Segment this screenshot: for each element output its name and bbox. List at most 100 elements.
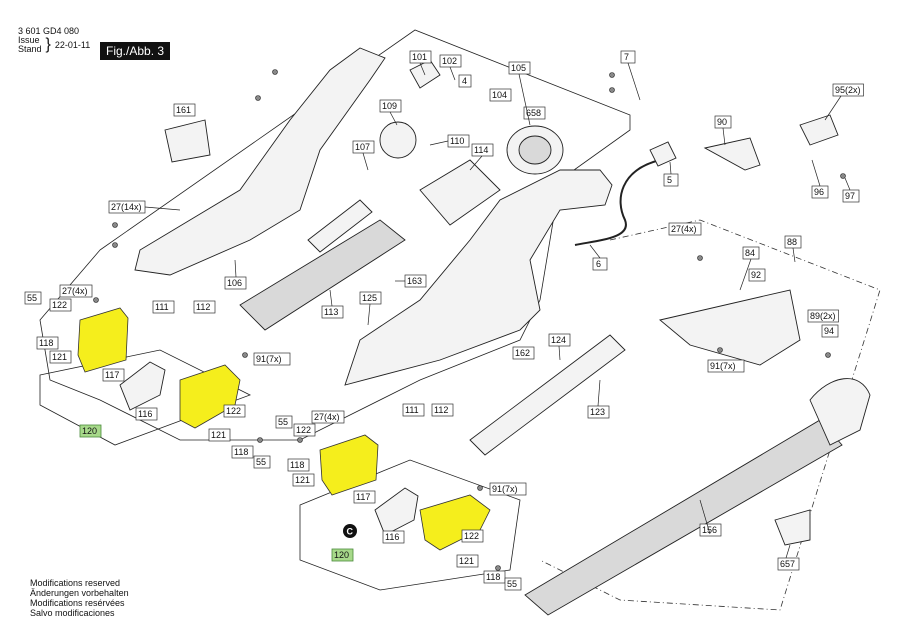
callout-112-a: 112 [193, 300, 216, 314]
svg-text:5: 5 [667, 175, 672, 185]
callout-111-a: 111 [152, 300, 175, 314]
callout-7: 7 [620, 50, 636, 64]
callout-106: 106 [224, 276, 247, 290]
footer-line-es: Salvo modificaciones [30, 608, 115, 618]
svg-text:121: 121 [211, 430, 226, 440]
svg-text:97: 97 [845, 191, 855, 201]
callout-117-a: 117 [102, 368, 125, 382]
svg-text:112: 112 [434, 405, 448, 415]
leader-lines [144, 62, 851, 559]
svg-text:55: 55 [27, 293, 37, 303]
svg-text:27(14x): 27(14x) [111, 202, 142, 212]
svg-text:27(4x): 27(4x) [314, 412, 340, 422]
svg-text:116: 116 [138, 409, 152, 419]
part-number: 3 601 GD4 080 [18, 26, 80, 36]
callout-91-c: 91(7x) [489, 482, 527, 496]
screws [93, 69, 846, 571]
label-sticker [164, 119, 211, 163]
svg-text:156: 156 [702, 525, 717, 535]
callout-105: 105 [508, 61, 531, 75]
gear-disk [379, 121, 417, 159]
svg-text:96: 96 [814, 187, 824, 197]
callout-55-a: 55 [24, 291, 42, 305]
callout-117-b: 117 [353, 490, 376, 504]
svg-text:91(7x): 91(7x) [710, 361, 736, 371]
callout-116-b: 116 [382, 530, 405, 544]
callout-111-b: 111 [402, 403, 425, 417]
svg-text:110: 110 [450, 136, 464, 146]
dashdot-frame-right [539, 219, 881, 611]
svg-text:658: 658 [526, 108, 541, 118]
callout-27-14x: 27(14x) [108, 200, 146, 214]
callout-658: 658 [523, 106, 546, 120]
callout-27-4x-c: 27(4x) [311, 410, 345, 424]
callout-113: 113 [321, 305, 344, 319]
svg-text:91(7x): 91(7x) [492, 484, 518, 494]
svg-text:118: 118 [486, 572, 500, 582]
callout-124: 124 [548, 333, 571, 347]
callout-156: 156 [699, 523, 722, 537]
callout-107: 107 [352, 140, 375, 154]
tube-head [809, 378, 871, 446]
svg-text:4: 4 [462, 76, 467, 86]
svg-text:55: 55 [256, 457, 266, 467]
svg-text:161: 161 [176, 105, 191, 115]
svg-text:111: 111 [155, 302, 169, 312]
callout-c-marker: C [343, 524, 357, 538]
svg-text:121: 121 [459, 556, 474, 566]
callout-122-a: 122 [49, 298, 72, 312]
callout-116-a: 116 [135, 407, 158, 421]
center-attachment-frame [299, 459, 521, 591]
power-cord [574, 159, 661, 246]
svg-text:91(7x): 91(7x) [256, 354, 282, 364]
svg-text:27(4x): 27(4x) [62, 286, 88, 296]
svg-text:162: 162 [515, 348, 530, 358]
header: 3 601 GD4 080 Issue Stand } 22-01-11 [18, 26, 90, 54]
hook-clip [774, 509, 811, 546]
callout-4: 4 [458, 74, 472, 88]
footer-notes: Modifications reserved Änderungen vorbeh… [30, 578, 129, 618]
housing-half-right [344, 169, 613, 386]
callout-97: 97 [842, 189, 860, 203]
svg-text:95(2x): 95(2x) [835, 85, 861, 95]
callout-5: 5 [663, 173, 679, 187]
adapter-center [374, 487, 419, 536]
footer-line-fr: Modifications resérvées [30, 598, 125, 608]
highlight-housing-left-b [179, 364, 241, 429]
callout-84: 84 [742, 246, 760, 260]
svg-text:109: 109 [382, 101, 397, 111]
highlight-housing-center-a [319, 434, 379, 496]
callout-89: 89(2x) [807, 309, 839, 323]
attachment-tube-top [659, 289, 801, 366]
footer-line-en: Modifications reserved [30, 578, 121, 588]
callout-55-c: 55 [275, 415, 293, 429]
adapter-left [119, 361, 166, 411]
svg-text:117: 117 [105, 370, 119, 380]
svg-text:122: 122 [52, 300, 67, 310]
attachment-tube-mid [469, 334, 626, 456]
svg-text:102: 102 [442, 56, 457, 66]
bracket-glyph: } [45, 36, 51, 53]
svg-text:114: 114 [474, 145, 488, 155]
svg-text:27(4x): 27(4x) [671, 224, 697, 234]
callout-162: 162 [512, 346, 535, 360]
callout-96: 96 [811, 185, 829, 199]
callout-109: 109 [379, 99, 402, 113]
issue-stand-labels: Issue Stand [18, 36, 42, 54]
callout-121-b: 121 [208, 428, 231, 442]
callout-121-a: 121 [49, 350, 72, 364]
figure-label: Fig./Abb. 3 [100, 42, 171, 60]
svg-text:7: 7 [624, 52, 629, 62]
callout-27-4x-a: 27(4x) [668, 222, 702, 236]
issue-row: Issue Stand } 22-01-11 [18, 36, 90, 54]
svg-text:163: 163 [407, 276, 422, 286]
highlight-housing-left-a [77, 307, 129, 373]
svg-text:106: 106 [227, 278, 242, 288]
circuit-board [307, 199, 373, 253]
fan-ring-inner [518, 135, 552, 165]
callout-55-d: 55 [504, 577, 522, 591]
svg-text:118: 118 [290, 460, 304, 470]
callout-110: 110 [447, 134, 470, 148]
callout-122-c: 122 [293, 423, 316, 437]
